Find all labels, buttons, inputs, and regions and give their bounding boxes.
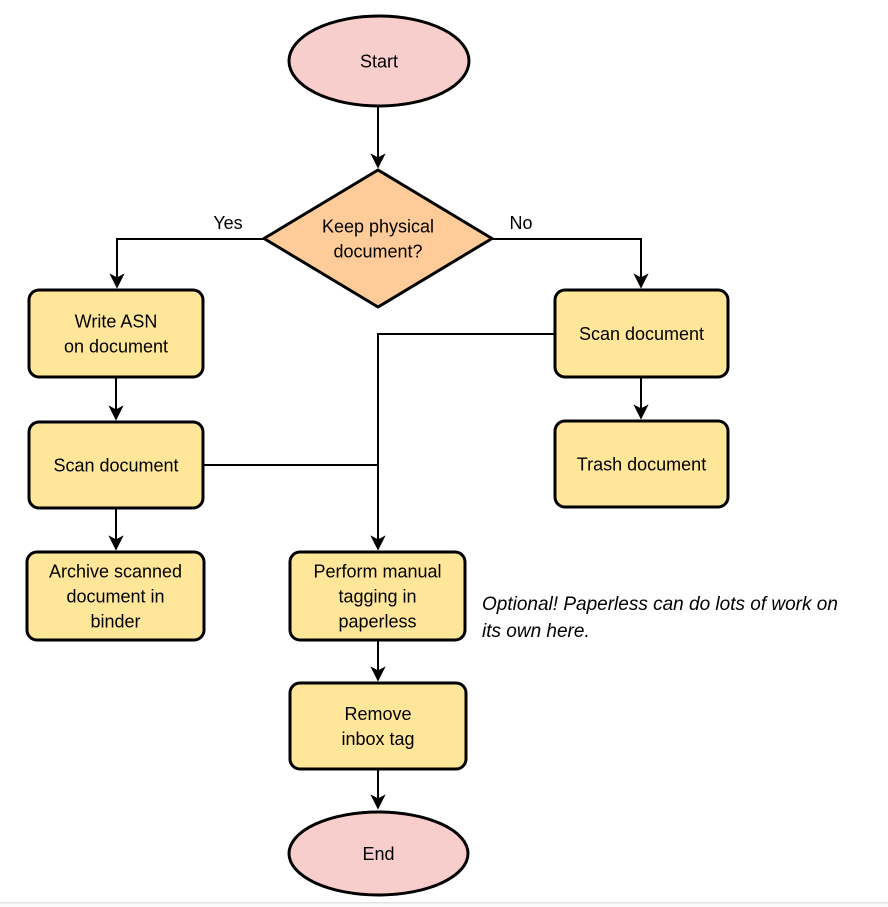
node-shape-perform-manual-tagging xyxy=(288,550,467,642)
node-start: Start xyxy=(287,14,471,108)
node-label-scan-document-right: Scan document xyxy=(579,324,704,344)
node-label-start: Start xyxy=(360,52,398,72)
node-shape-trash-document xyxy=(553,419,730,509)
node-shape-archive-scanned-document xyxy=(25,550,206,642)
node-shape-end xyxy=(287,810,470,897)
node-shape-scan-document-right xyxy=(553,288,730,379)
node-scan-document-right: Scan document xyxy=(553,288,730,379)
node-end: End xyxy=(287,810,470,897)
node-shape-scan-document-left xyxy=(27,420,205,510)
edge-decision-no xyxy=(492,238,641,287)
footer-strip xyxy=(0,903,888,907)
node-label-scan-document-left: Scan document xyxy=(53,456,178,476)
node-label-end: End xyxy=(362,844,394,864)
annotation-optional-note: Optional! Paperless can do lots of work … xyxy=(482,594,838,642)
node-trash-document: Trash document xyxy=(553,419,730,509)
edges-layer xyxy=(116,106,641,808)
edge-label-decision-no: No xyxy=(509,213,532,233)
node-shape-start xyxy=(287,14,471,108)
edge-scan-right-to-tagging xyxy=(378,333,555,549)
node-shape-write-asn-on-document xyxy=(27,288,205,379)
node-shape-keep-physical-document xyxy=(262,168,494,309)
node-shape-remove-inbox-tag xyxy=(288,681,468,771)
node-label-trash-document: Trash document xyxy=(577,455,706,475)
edge-label-decision-yes: Yes xyxy=(213,213,242,233)
edge-decision-yes xyxy=(117,238,264,287)
node-scan-document-left: Scan document xyxy=(27,420,205,510)
footer-divider xyxy=(0,902,888,904)
